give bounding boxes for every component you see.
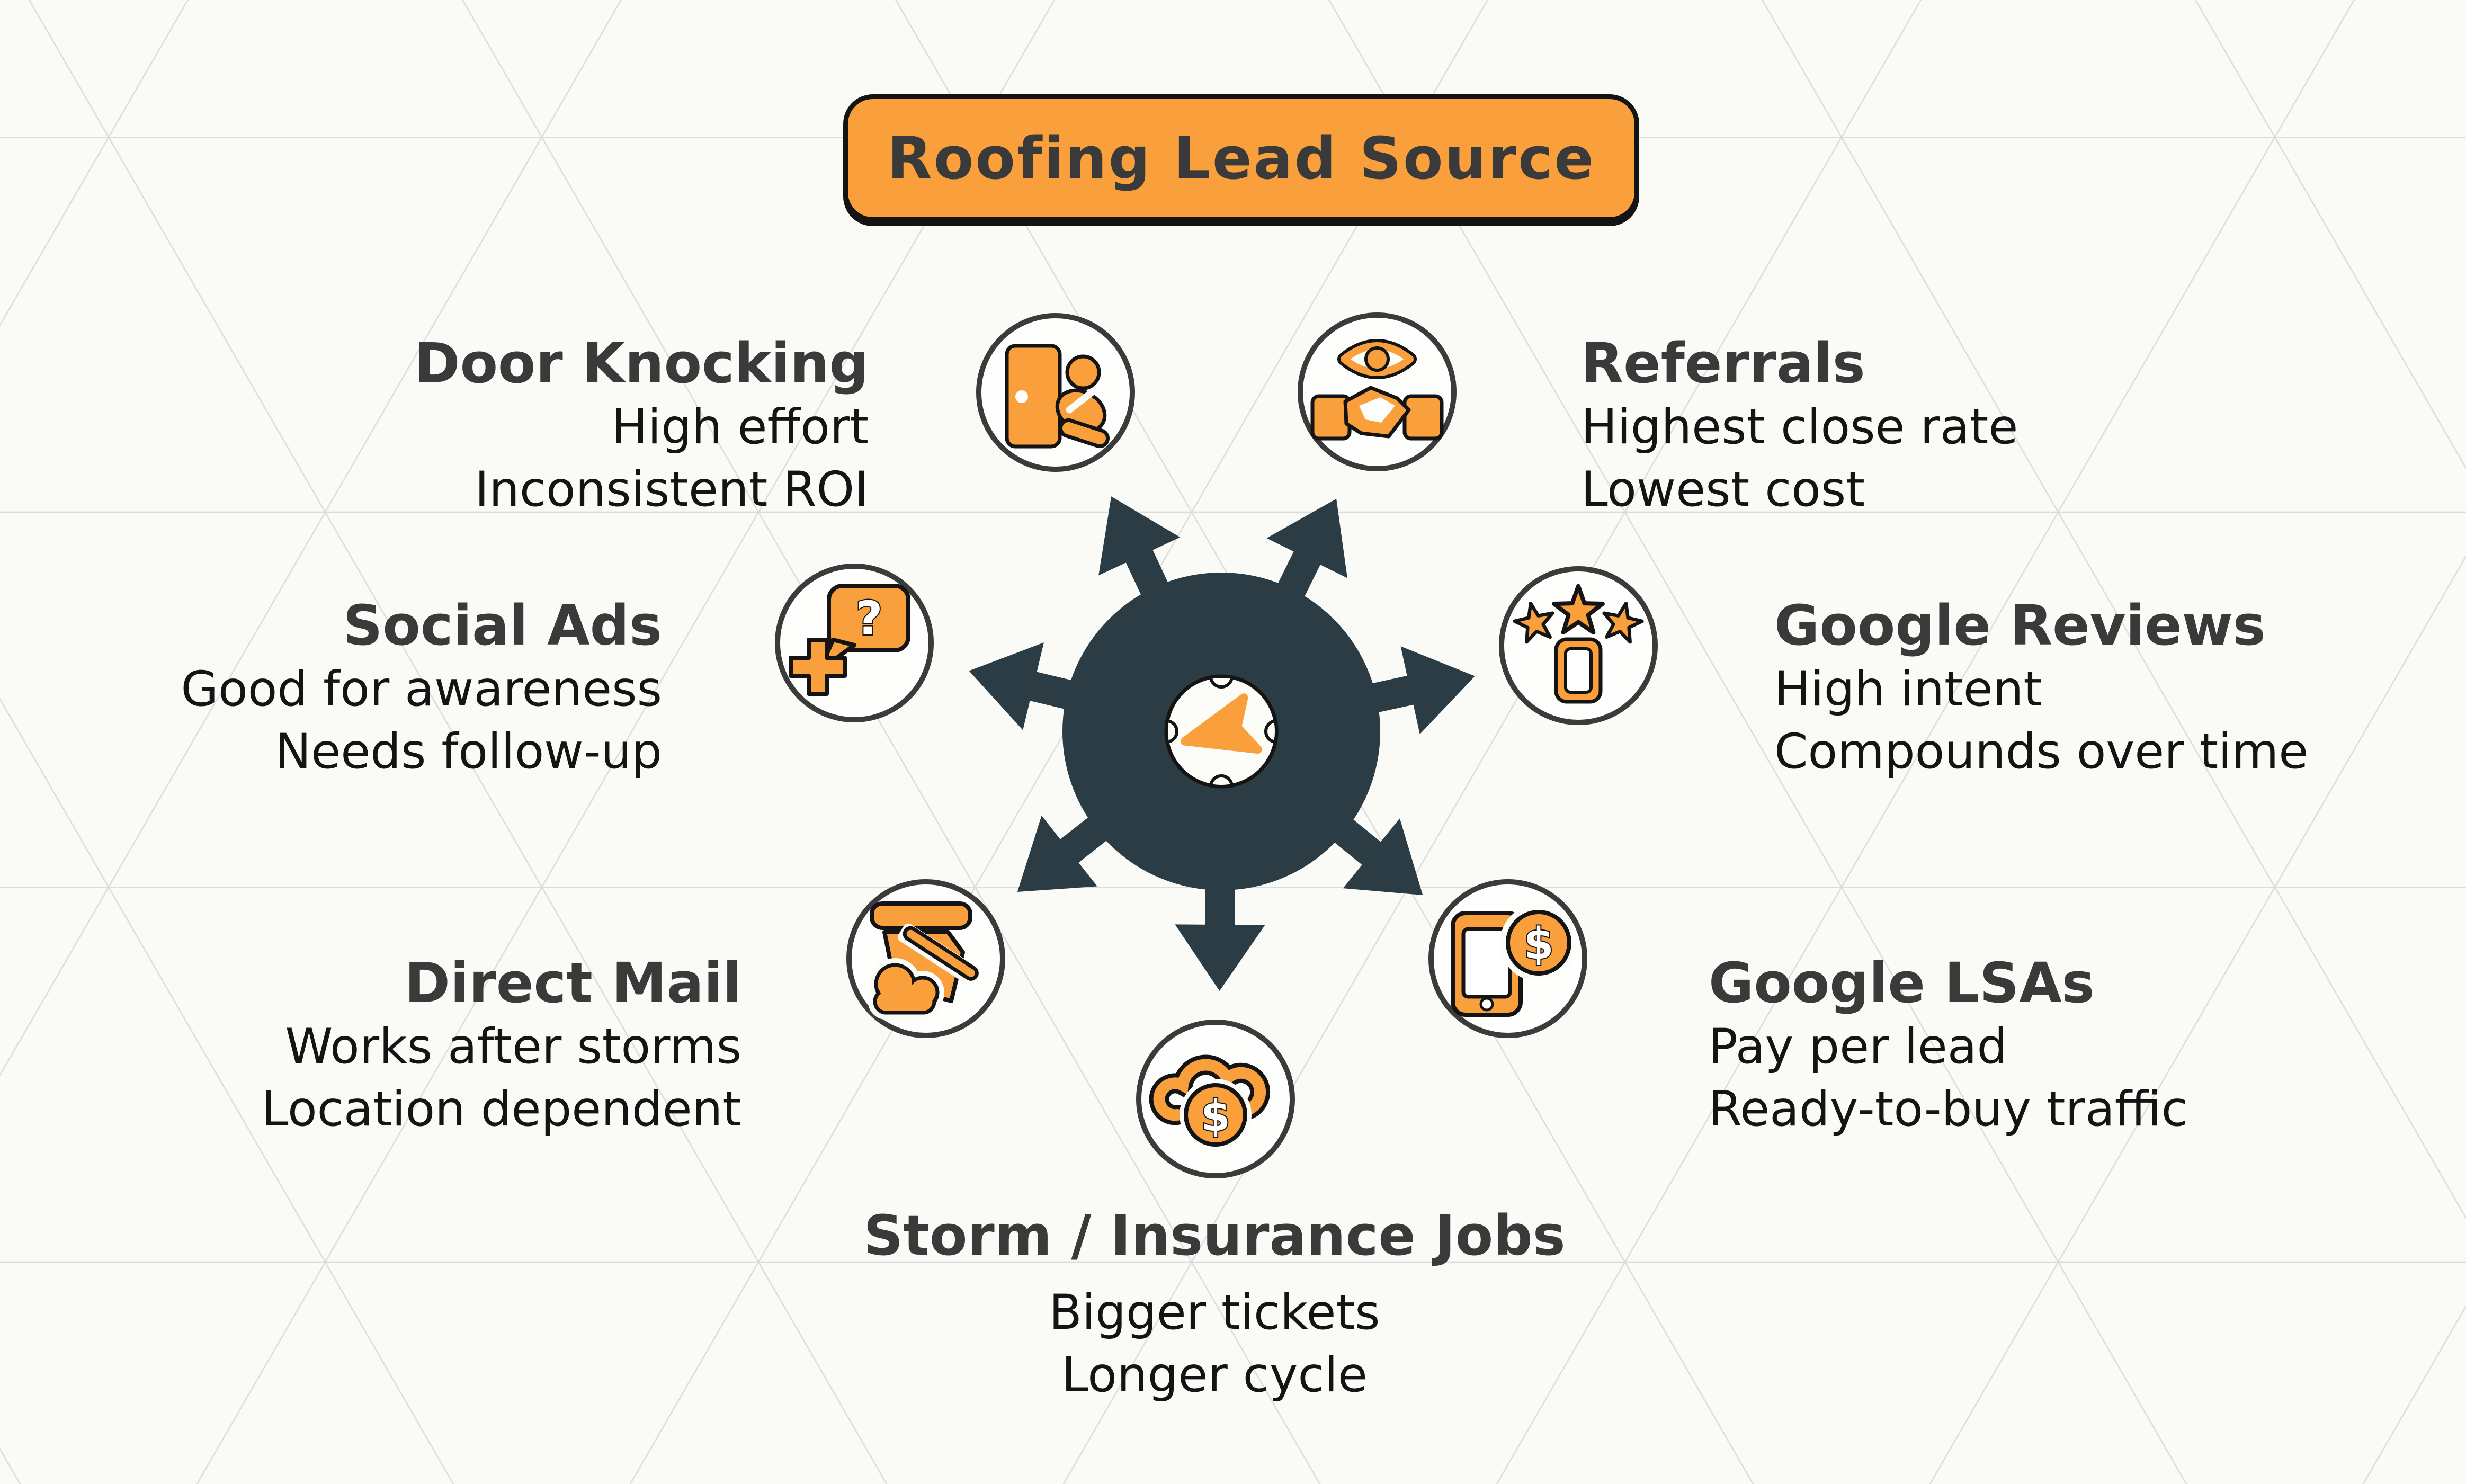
- source-point: Works after storms: [285, 1019, 741, 1075]
- source-point: High effort: [611, 399, 869, 455]
- source-point: Longer cycle: [1061, 1347, 1368, 1403]
- source-block-google-lsas: Google LSAs Pay per lead Ready-to-buy tr…: [1709, 951, 2188, 1141]
- icon-badge-storm-insurance: $: [1136, 1020, 1295, 1178]
- source-title: Direct Mail: [404, 951, 741, 1015]
- compass-icon: [1164, 674, 1279, 789]
- source-point: Bigger tickets: [1049, 1285, 1380, 1340]
- house-storm-cloud-icon: [868, 901, 980, 1020]
- title-banner: Roofing Lead Source: [843, 94, 1639, 222]
- source-title: Referrals: [1581, 331, 1865, 396]
- icon-badge-direct-mail: [846, 879, 1005, 1038]
- referral-handshake-eye-icon: [1310, 339, 1444, 441]
- dollar-glyph: $: [1201, 1092, 1230, 1141]
- source-title: Social Ads: [343, 593, 662, 658]
- source-title: Google LSAs: [1709, 951, 2095, 1015]
- question-glyph: ?: [855, 591, 882, 646]
- question-bubble-plus-icon: ?: [789, 584, 910, 696]
- cloud-dollar-coin-icon: $: [1149, 1054, 1271, 1151]
- source-point: Ready-to-buy traffic: [1709, 1081, 2188, 1137]
- page-title: Roofing Lead Source: [887, 124, 1595, 192]
- source-block-referrals: Referrals Highest close rate Lowest cost: [1581, 331, 2018, 521]
- source-block-google-reviews: Google Reviews High intent Compounds ove…: [1774, 593, 2308, 783]
- icon-badge-referrals: [1298, 312, 1457, 471]
- source-block-social-ads: Social Ads Good for awareness Needs foll…: [181, 593, 662, 783]
- icon-badge-door-knocking: [976, 313, 1135, 472]
- source-block-storm-insurance: Storm / Insurance Jobs Bigger tickets Lo…: [844, 1203, 1585, 1407]
- lead-source-hub: [969, 496, 1475, 991]
- source-block-door-knocking: Door Knocking High effort Inconsistent R…: [414, 331, 869, 521]
- source-point: Compounds over time: [1774, 724, 2309, 780]
- icon-badge-google-lsas: $: [1428, 879, 1587, 1038]
- source-point: Good for awareness: [181, 661, 662, 717]
- source-point: High intent: [1774, 661, 2043, 717]
- source-point: Highest close rate: [1581, 399, 2018, 455]
- three-stars-phone-icon: [1509, 577, 1647, 704]
- source-point: Lowest cost: [1581, 462, 1865, 517]
- source-title: Storm / Insurance Jobs: [863, 1203, 1566, 1268]
- source-title: Door Knocking: [414, 331, 869, 396]
- dollar-glyph: $: [1523, 919, 1553, 969]
- phone-dollar-coin-icon: $: [1451, 904, 1577, 1017]
- source-point: Location dependent: [261, 1081, 741, 1137]
- icon-badge-google-reviews: [1499, 566, 1658, 725]
- source-title: Google Reviews: [1774, 593, 2266, 658]
- source-point: Needs follow-up: [275, 724, 662, 780]
- icon-badge-social-ads: ?: [775, 564, 934, 722]
- source-point: Pay per lead: [1709, 1019, 2008, 1075]
- source-block-direct-mail: Direct Mail Works after storms Location …: [262, 951, 741, 1141]
- source-point: Inconsistent ROI: [475, 462, 869, 517]
- door-knocking-icon: [1005, 344, 1110, 449]
